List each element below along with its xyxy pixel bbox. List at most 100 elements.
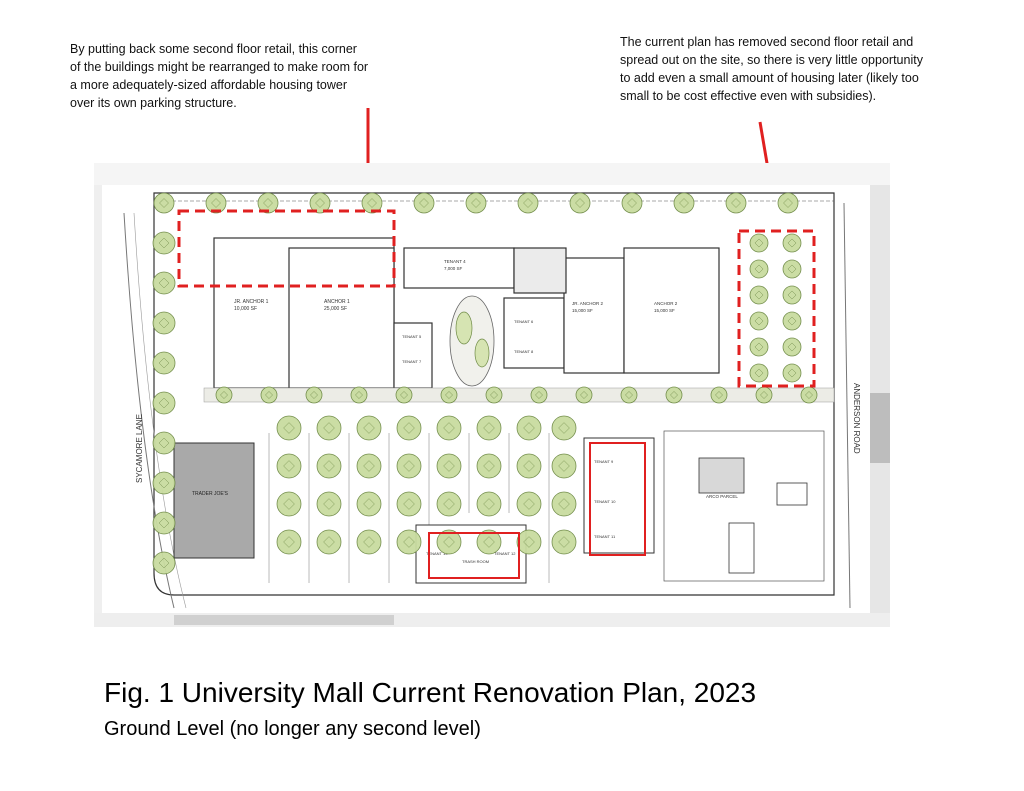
tree-mark <box>263 198 273 208</box>
markup-box-tenant-9-11 <box>589 442 646 556</box>
tree-symbol <box>396 453 422 479</box>
tree-symbol <box>782 311 802 331</box>
tree-mark <box>754 316 764 326</box>
tree-mark <box>158 437 170 449</box>
tree-symbol <box>356 415 382 441</box>
anchor-1-label: ANCHOR 1 <box>324 299 350 305</box>
jr-anchor-2-area: 15,000 SF <box>572 308 593 313</box>
parking-lot <box>268 433 550 583</box>
tree-symbol <box>551 529 577 555</box>
markup-box-tenant-12-13 <box>428 532 520 579</box>
tree-symbol <box>205 192 227 214</box>
anchor-2-area: 15,000 SF <box>654 308 675 313</box>
tree-mark <box>315 198 325 208</box>
tree-mark <box>783 198 793 208</box>
west-building-block <box>213 237 433 389</box>
tree-symbol <box>551 491 577 517</box>
tree-mark <box>490 391 498 399</box>
tree-mark <box>575 198 585 208</box>
tree-mark <box>535 391 543 399</box>
tree-mark <box>805 391 813 399</box>
tree-symbol <box>782 233 802 253</box>
tree-symbol <box>782 337 802 357</box>
tree-mark <box>558 422 570 434</box>
tree-mark <box>363 536 375 548</box>
tree-symbol <box>356 529 382 555</box>
tree-symbol <box>517 192 539 214</box>
tree-symbol <box>361 192 383 214</box>
tree-mark <box>403 422 415 434</box>
tree-mark <box>211 198 221 208</box>
tenant-9-label: TENANT 9 <box>594 459 614 464</box>
tree-mark <box>715 391 723 399</box>
tree-mark <box>625 391 633 399</box>
tenant-4-area: 7,000 SF <box>444 266 463 271</box>
figure-subcaption: Ground Level (no longer any second level… <box>104 718 481 740</box>
tree-mark <box>754 290 764 300</box>
tree-mark <box>158 477 170 489</box>
trash-room-label: TRASH ROOM <box>462 559 489 564</box>
tree-symbol <box>152 351 176 375</box>
tree-symbol <box>276 453 302 479</box>
tree-symbol <box>749 363 769 383</box>
tree-symbol <box>152 431 176 455</box>
tenant-5-label: TENANT 5 <box>402 334 422 339</box>
tree-symbol <box>516 415 542 441</box>
tree-mark <box>754 368 764 378</box>
jr-anchor-2-label: JR. ANCHOR 2 <box>572 301 604 306</box>
tree-mark <box>283 498 295 510</box>
tree-symbol <box>152 231 176 255</box>
tree-mark <box>158 557 170 569</box>
tenant-8-label: TENANT 8 <box>514 349 534 354</box>
site-plan-drawing: SYCAMORE LANE ANDERSON ROAD JR. ANCHOR 1… <box>94 163 890 627</box>
tree-symbol <box>350 386 368 404</box>
tree-symbol <box>485 386 503 404</box>
tree-symbol <box>152 271 176 295</box>
tree-symbol <box>777 192 799 214</box>
tree-symbol <box>516 491 542 517</box>
road-label-anderson: ANDERSON ROAD <box>852 383 861 454</box>
tree-symbol <box>215 386 233 404</box>
tree-symbol <box>436 491 462 517</box>
tree-mark <box>443 460 455 472</box>
arco-parcel-building <box>698 457 745 494</box>
tenant-9-11-building <box>583 437 655 554</box>
tree-mark <box>323 536 335 548</box>
tree-mark <box>158 397 170 409</box>
tree-symbol <box>276 415 302 441</box>
annotation-left: By putting back some second floor retail… <box>70 42 369 110</box>
tree-symbol <box>749 337 769 357</box>
tree-mark <box>159 198 169 208</box>
tree-symbol <box>260 386 278 404</box>
tree-symbol <box>710 386 728 404</box>
tree-symbol <box>749 259 769 279</box>
tree-mark <box>754 264 764 274</box>
tree-symbol <box>257 192 279 214</box>
tree-symbol <box>465 192 487 214</box>
tenant-12-13-building <box>415 524 527 584</box>
tree-symbol <box>396 415 422 441</box>
tenant-11-label: TENANT 11 <box>594 534 616 539</box>
tree-mark <box>787 238 797 248</box>
tree-mark <box>363 422 375 434</box>
tree-symbol <box>316 491 342 517</box>
tree-symbol <box>800 386 818 404</box>
tree-mark <box>483 422 495 434</box>
tree-symbol <box>476 529 502 555</box>
tree-mark <box>483 498 495 510</box>
tree-symbol <box>276 491 302 517</box>
tree-mark <box>283 536 295 548</box>
tree-symbol <box>516 529 542 555</box>
tree-symbol <box>356 453 382 479</box>
tree-mark <box>471 198 481 208</box>
tree-symbol <box>305 386 323 404</box>
tree-mark <box>158 517 170 529</box>
tree-symbol <box>276 529 302 555</box>
road-label-sycamore: SYCAMORE LANE <box>135 414 144 483</box>
tree-symbol <box>620 386 638 404</box>
tree-mark <box>754 238 764 248</box>
figure-caption: Fig. 1 University Mall Current Renovatio… <box>104 677 757 708</box>
tree-symbol <box>436 415 462 441</box>
tree-mark <box>787 316 797 326</box>
tree-mark <box>363 460 375 472</box>
